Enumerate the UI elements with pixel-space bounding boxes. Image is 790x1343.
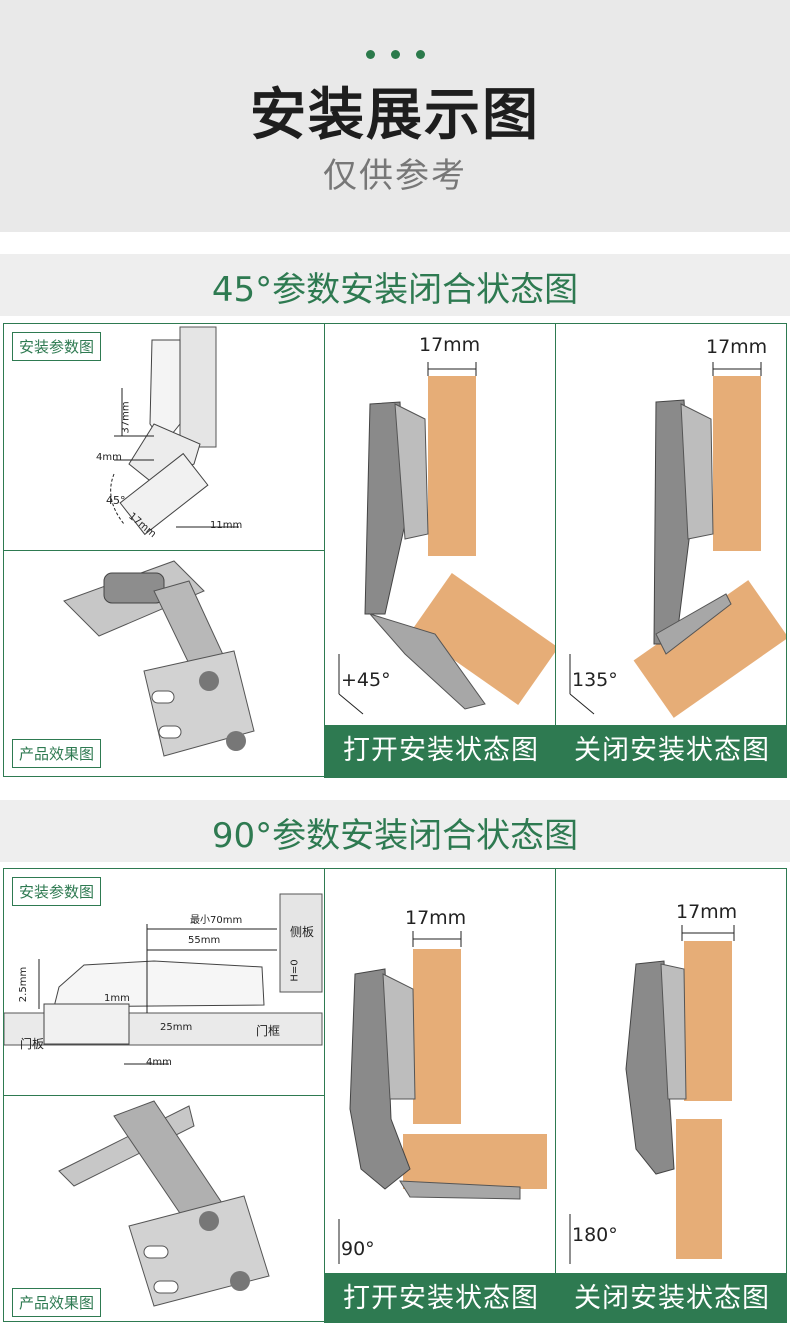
section-90-title: 90°参数安装闭合状态图	[211, 816, 579, 856]
dim-4mm: 4mm	[96, 452, 122, 463]
hinge-45-line-drawing	[110, 326, 239, 536]
open-state-45: 17mm +45° 打开安装状态图	[324, 323, 556, 778]
caption-closed: 关闭安装状态图	[556, 725, 786, 777]
dim-11mm: 11mm	[210, 520, 243, 531]
caption-open: 打开安装状态图	[325, 1273, 555, 1322]
angle-label: 180°	[572, 1224, 618, 1246]
dim-4mm: 4mm	[146, 1057, 172, 1068]
open-state-90: 17mm 90° 打开安装状态图	[324, 868, 556, 1323]
caption-closed: 关闭安装状态图	[556, 1273, 786, 1322]
dim-37mm: 37mm	[120, 401, 132, 434]
dim-1mm: 1mm	[104, 993, 130, 1004]
open-state-45-drawing	[338, 362, 555, 715]
angle-label: 90°	[341, 1238, 375, 1260]
angle-label: +45°	[341, 669, 391, 691]
product-tag: 产品效果图	[12, 739, 102, 768]
param-diagram-90: 安装参数图 最小70mm 55mm 侧板 H=0 2.5mm 1mm 25mm …	[3, 868, 325, 1096]
door-frame-label: 门框	[256, 1024, 281, 1038]
side-panel-label: 侧板	[290, 925, 315, 939]
page-subtitle: 仅供参考	[323, 156, 467, 196]
dimension-17mm: 17mm	[419, 334, 481, 356]
open-state-90-drawing	[338, 931, 547, 1264]
angle-label: 135°	[572, 669, 618, 691]
closed-state-45: 17mm 135° 关闭安装状态图	[555, 323, 787, 778]
closed-state-90-drawing	[569, 925, 735, 1264]
section-45-band	[0, 254, 790, 316]
closed-state-90: 17mm 180° 关闭安装状态图	[555, 868, 787, 1323]
dimension-17mm: 17mm	[405, 907, 467, 929]
dim-55mm: 55mm	[188, 935, 221, 946]
header: 安装展示图 仅供参考	[0, 0, 790, 232]
dimension-17mm: 17mm	[676, 901, 738, 923]
decor-dots	[0, 44, 790, 63]
caption-open: 打开安装状态图	[325, 725, 555, 777]
section-45-title: 45°参数安装闭合状态图	[211, 270, 579, 310]
product-photo-45: 产品效果图	[3, 550, 325, 777]
page-title: 安装展示图	[250, 83, 540, 148]
param-tag: 安装参数图	[12, 877, 102, 906]
dim-2-5mm: 2.5mm	[18, 966, 30, 1003]
dim-25mm: 25mm	[160, 1022, 193, 1033]
product-tag: 产品效果图	[12, 1288, 102, 1317]
closed-state-45-drawing	[569, 362, 786, 718]
section-90-band	[0, 800, 790, 862]
hinge-90-photo	[58, 1100, 270, 1307]
hinge-90-line-drawing	[4, 893, 323, 1065]
hinge-45-photo	[63, 560, 255, 757]
h0-label: H=0	[289, 959, 301, 982]
param-tag: 安装参数图	[12, 332, 102, 361]
door-panel-label: 门板	[20, 1037, 45, 1051]
dim-45deg: 45°	[106, 494, 126, 507]
product-photo-90: 产品效果图	[3, 1095, 325, 1322]
dim-min70: 最小70mm	[190, 915, 243, 926]
param-diagram-45: 安装参数图 37mm 4mm 45° 17mm 11mm	[3, 323, 325, 551]
dimension-17mm: 17mm	[706, 336, 768, 358]
